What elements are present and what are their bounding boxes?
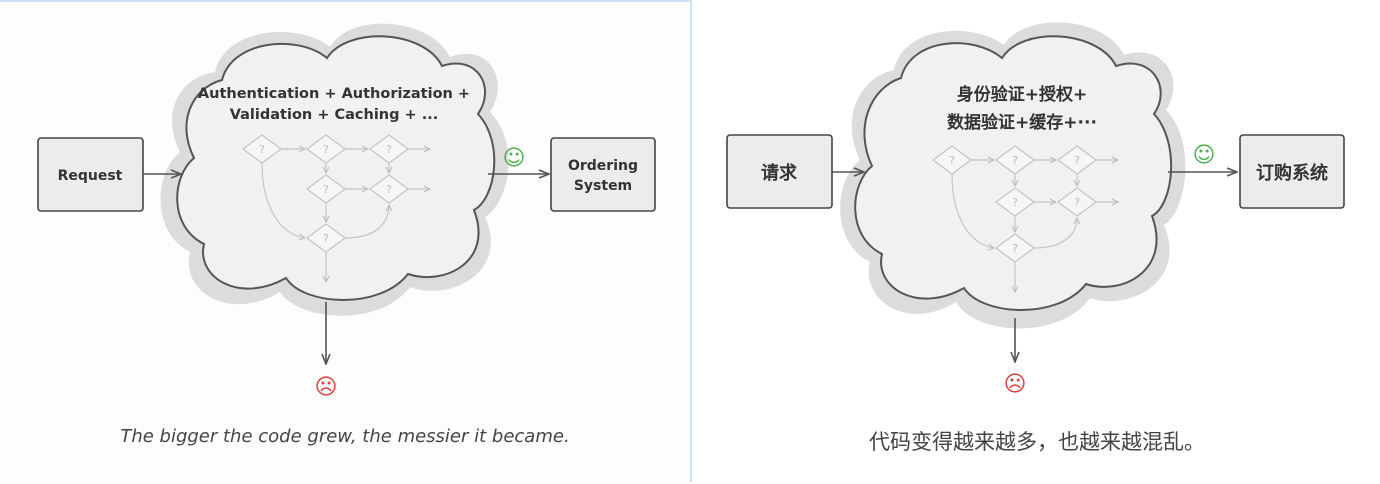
cloud-title-line1: Authentication + Authorization +	[198, 86, 470, 102]
svg-text:?: ?	[1074, 196, 1080, 209]
cloud	[176, 35, 496, 301]
svg-text:?: ?	[386, 183, 392, 196]
cloud-title-line1: 身份验证+授权+	[957, 84, 1088, 105]
decision-question-marks: ? ? ? ? ? ?	[259, 143, 392, 245]
svg-text:?: ?	[323, 143, 329, 156]
english-diagram-panel: Authentication + Authorization + Validat…	[0, 0, 692, 482]
chinese-diagram: 身份验证+授权+ 数据验证+缓存+··· ? ? ? ? ?	[726, 22, 1345, 397]
svg-text:?: ?	[949, 154, 955, 167]
cloud-title-line2: Validation + Caching + ...	[230, 107, 439, 123]
chinese-diagram-panel: 身份验证+授权+ 数据验证+缓存+··· ? ? ? ? ?	[694, 0, 1380, 482]
svg-text:?: ?	[323, 232, 329, 245]
ordering-label: 订购系统	[1256, 162, 1328, 184]
ordering-system-box	[1239, 134, 1345, 209]
svg-text:?: ?	[386, 143, 392, 156]
cloud-title-line2: 数据验证+缓存+···	[947, 112, 1097, 133]
ordering-system-box	[550, 137, 656, 212]
sad-face-icon: ☹	[315, 375, 338, 400]
request-label: Request	[58, 168, 123, 184]
decision-flowchart	[241, 134, 430, 282]
caption: The bigger the code grew, the messier it…	[120, 426, 570, 447]
happy-face-icon: ☺	[1193, 143, 1216, 168]
svg-text:?: ?	[259, 143, 265, 156]
caption: 代码变得越来越多，也越来越混乱。	[869, 430, 1205, 454]
svg-text:?: ?	[1012, 154, 1018, 167]
svg-text:?: ?	[1012, 242, 1018, 255]
svg-text:?: ?	[1074, 154, 1080, 167]
request-label: 请求	[761, 162, 798, 184]
svg-text:?: ?	[1012, 196, 1018, 209]
ordering-label-line1: Ordering	[568, 158, 638, 174]
ordering-label-line2: System	[574, 178, 632, 194]
decision-question-marks: ? ? ? ? ? ?	[949, 154, 1080, 255]
decision-flowchart	[931, 145, 1118, 292]
sad-face-icon: ☹	[1004, 372, 1027, 397]
svg-text:?: ?	[323, 183, 329, 196]
happy-face-icon: ☺	[503, 146, 526, 171]
english-diagram: Authentication + Authorization + Validat…	[37, 23, 656, 400]
